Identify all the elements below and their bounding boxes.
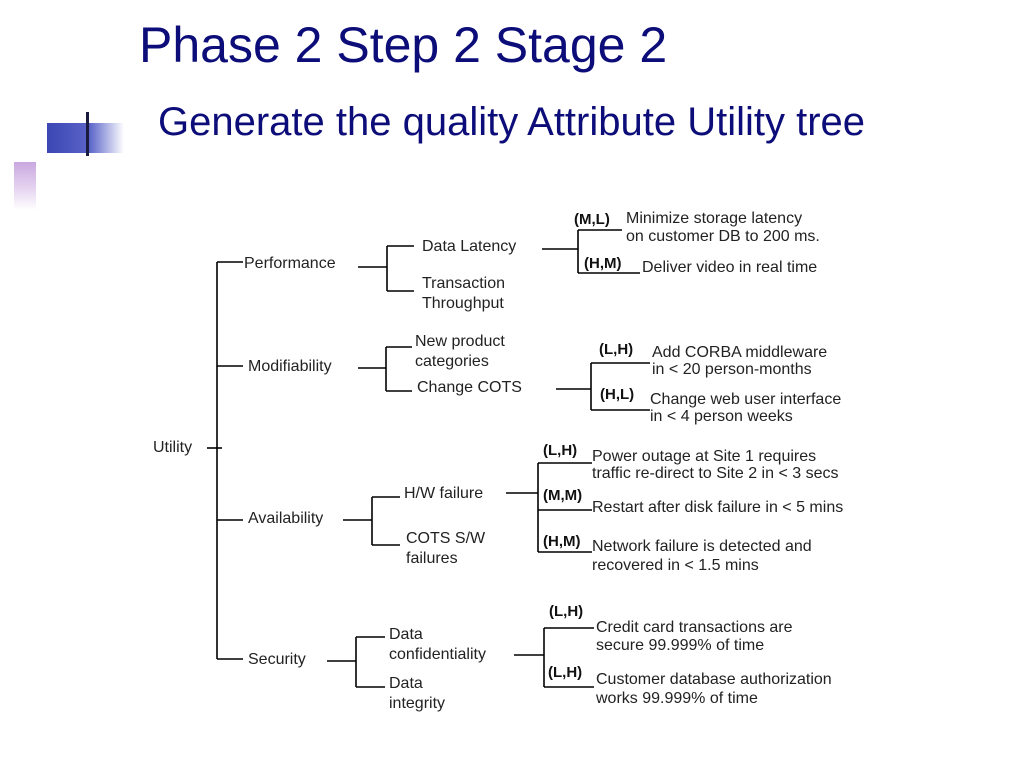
refinement-data-integrity-line1: Data [389, 675, 423, 692]
refinement-data-confidentiality-line1: Data [389, 626, 423, 643]
refinement-hw-failure: H/W failure [404, 485, 484, 502]
scenario-text-line: works 99.999% of time [596, 690, 758, 707]
scenario-rating: (L,H) [549, 603, 584, 620]
refinement-cots-sw-line1: COTS S/W [406, 530, 486, 547]
refinement-new-product-line1: New product [415, 333, 505, 350]
decorative-pink-block [14, 162, 36, 210]
decorative-vertical-tick [86, 112, 89, 156]
refinement-cots-sw-line2: failures [406, 550, 458, 567]
scenario-rating: (L,H) [548, 664, 583, 681]
scenario-rating: (H,M) [543, 533, 581, 550]
tree-root-label: Utility [153, 439, 193, 456]
scenario-text-line: Power outage at Site 1 requires [592, 448, 817, 465]
scenario-text-line: in < 20 person-months [652, 361, 812, 378]
attribute-availability: Availability [248, 510, 324, 527]
decorative-blue-bar [47, 123, 124, 153]
scenario-text-line: on customer DB to 200 ms. [626, 228, 820, 245]
refinement-transaction-throughput-line2: Throughput [422, 295, 504, 312]
slide-title: Phase 2 Step 2 Stage 2 [139, 17, 668, 73]
scenario-text-line: Credit card transactions are [596, 619, 793, 636]
refinement-data-latency: Data Latency [422, 238, 517, 255]
scenario-text-line: Minimize storage latency [626, 210, 803, 227]
refinement-data-confidentiality-line2: confidentiality [389, 646, 486, 663]
scenario-rating: (H,M) [584, 255, 622, 272]
scenario-text-line: Add CORBA middleware [652, 344, 828, 361]
scenario-rating: (M,L) [574, 211, 610, 228]
scenario-text-line: traffic re-direct to Site 2 in < 3 secs [592, 465, 839, 482]
scenario-text-line: Network failure is detected and [592, 538, 812, 555]
scenario-text-line: secure 99.999% of time [596, 637, 765, 654]
attribute-security: Security [248, 651, 306, 668]
refinement-new-product-line2: categories [415, 353, 489, 370]
refinement-data-integrity-line2: integrity [389, 695, 446, 712]
scenario-text-line: Restart after disk failure in < 5 mins [592, 499, 844, 516]
scenario-text-line: Customer database authorization [596, 671, 832, 688]
scenario-text-line: Change web user interface [650, 391, 842, 408]
attribute-performance: Performance [244, 255, 336, 272]
attribute-modifiability: Modifiability [248, 358, 332, 375]
scenario-rating: (H,L) [600, 386, 635, 403]
scenario-text-line: recovered in < 1.5 mins [592, 557, 759, 574]
scenario-rating: (M,M) [543, 487, 583, 504]
scenario-text-line: in < 4 person weeks [650, 408, 793, 425]
scenario-text-line: Deliver video in real time [642, 259, 818, 276]
slide-subtitle: Generate the quality Attribute Utility t… [158, 100, 866, 144]
scenario-rating: (L,H) [543, 442, 578, 459]
scenario-rating: (L,H) [599, 341, 634, 358]
refinement-transaction-throughput-line1: Transaction [422, 275, 505, 292]
refinement-change-cots: Change COTS [417, 379, 522, 396]
